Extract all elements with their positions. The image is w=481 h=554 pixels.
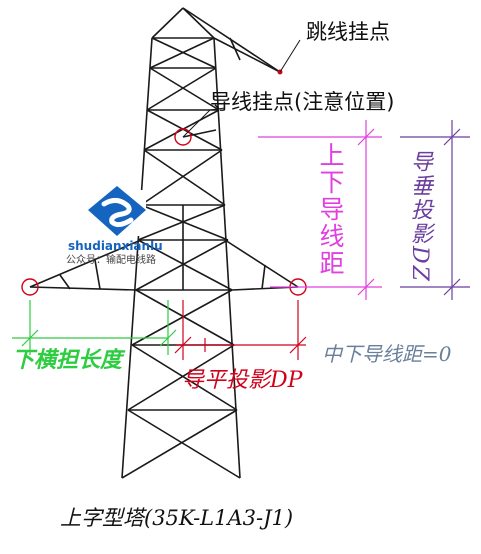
left-conductor-attachment [21,278,39,296]
tower-structure [29,7,299,479]
diagram-caption: 上字型塔(35K-L1A3-J1) [60,506,294,530]
lower-arm-dimension [12,300,177,355]
horizontal-projection-label: 导平投影DP [182,368,303,393]
upper-lower-distance-label: 上下导线距 [316,142,345,277]
jumper-point-label: 跳线挂点 [306,20,390,44]
conductor-leader-line [182,109,211,138]
upper-lower-dimension [258,120,382,300]
lower-arm-length-label: 下横担长度 [12,348,123,373]
mid-lower-distance-label: 中下导线距=0 [322,342,452,366]
watermark-logo [88,186,146,236]
vertical-projection-dimension [400,120,470,300]
horizontal-projection-dimension [174,300,307,360]
watermark-account: 公众号：输配电线路 [66,255,156,266]
jumper-leader-line [279,39,301,73]
watermark-site: shudianxianlu [68,239,163,253]
vertical-projection-label: 导垂投影DZ [407,150,432,283]
upper-conductor-attachment [174,128,192,146]
conductor-point-label: 导线挂点(注意位置) [210,90,395,114]
